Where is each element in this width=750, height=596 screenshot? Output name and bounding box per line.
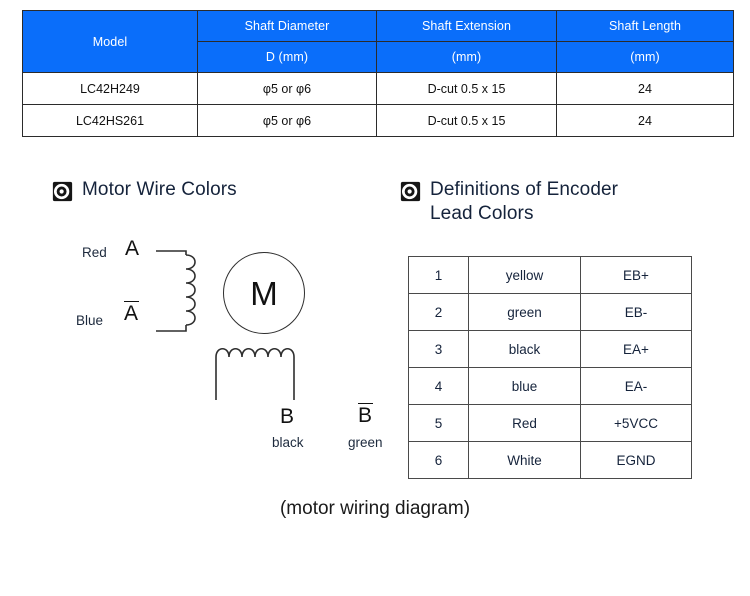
encoder-cell-color: green <box>468 293 581 331</box>
phase-label-b: B <box>280 405 295 428</box>
spec-cell-diameter: φ5 or φ6 <box>197 72 377 105</box>
phase-label-a: A <box>125 237 140 260</box>
wire-label-red: Red <box>82 245 107 260</box>
spec-cell-extension: D-cut 0.5 x 15 <box>376 72 557 105</box>
spec-cell-extension: D-cut 0.5 x 15 <box>376 104 557 137</box>
spec-subheader-extension-unit: (mm) <box>376 41 557 73</box>
table-row: 6 White EGND <box>408 441 692 479</box>
spec-header-shaft-extension: Shaft Extension <box>376 10 557 42</box>
spec-subheader-diameter-unit: D (mm) <box>197 41 377 73</box>
motor-wiring-diagram: Red Blue A A M B B black green <box>60 235 383 460</box>
encoder-cell-signal: EB- <box>580 293 692 331</box>
encoder-cell-signal: EB+ <box>580 256 692 294</box>
table-row: 5 Red +5VCC <box>408 404 692 442</box>
spec-cell-length: 24 <box>556 104 734 137</box>
table-row: 3 black EA+ <box>408 330 692 368</box>
encoder-cell-signal: EGND <box>580 441 692 479</box>
encoder-cell-color: black <box>468 330 581 368</box>
wire-label-green: green <box>348 435 383 450</box>
encoder-cell-pin: 1 <box>408 256 469 294</box>
motor-wire-colors-heading-label: Motor Wire Colors <box>82 179 237 200</box>
phase-label-b-bar-text: B <box>358 403 373 427</box>
table-row: 2 green EB- <box>408 293 692 331</box>
motor-circle: M <box>223 252 305 334</box>
motor-wire-colors-heading: Motor Wire Colors <box>52 178 237 202</box>
encoder-lead-colors-table: 1 yellow EB+ 2 green EB- 3 black EA+ 4 b… <box>408 256 692 479</box>
shaft-spec-table: Model Shaft Diameter Shaft Extension Sha… <box>22 10 734 137</box>
phase-label-a-bar-text: A <box>124 301 139 325</box>
spec-header-shaft-length: Shaft Length <box>556 10 734 42</box>
wire-label-black: black <box>272 435 304 450</box>
table-row: 1 yellow EB+ <box>408 256 692 294</box>
diagram-caption: (motor wiring diagram) <box>279 498 471 519</box>
phase-b-coil <box>215 347 295 400</box>
encoder-cell-signal: +5VCC <box>580 404 692 442</box>
target-ring-icon <box>52 181 73 202</box>
motor-letter: M <box>250 274 278 312</box>
spec-cell-diameter: φ5 or φ6 <box>197 104 377 137</box>
motor-symbol: M <box>223 252 305 334</box>
table-row: LC42HS261 φ5 or φ6 D-cut 0.5 x 15 24 <box>22 104 734 137</box>
spec-cell-model: LC42HS261 <box>22 104 198 137</box>
table-row: 4 blue EA- <box>408 367 692 405</box>
encoder-lead-colors-heading-label: Definitions of Encoder Lead Colors <box>430 179 619 224</box>
spec-header-model: Model <box>22 10 198 73</box>
encoder-cell-pin: 2 <box>408 293 469 331</box>
encoder-cell-signal: EA- <box>580 367 692 405</box>
encoder-cell-color: blue <box>468 367 581 405</box>
encoder-cell-signal: EA+ <box>580 330 692 368</box>
encoder-cell-pin: 4 <box>408 367 469 405</box>
encoder-cell-color: White <box>468 441 581 479</box>
phase-label-a-bar: A <box>124 301 139 326</box>
wire-label-blue: Blue <box>76 313 104 328</box>
phase-a-coil <box>156 250 196 332</box>
spec-header-row-2: D (mm) (mm) (mm) <box>23 41 734 73</box>
encoder-cell-pin: 5 <box>408 404 469 442</box>
encoder-cell-color: Red <box>468 404 581 442</box>
spec-cell-length: 24 <box>556 72 734 105</box>
spec-header-row-1: Model Shaft Diameter Shaft Extension Sha… <box>22 10 734 73</box>
phase-label-b-bar: B <box>358 403 373 428</box>
encoder-cell-pin: 6 <box>408 441 469 479</box>
encoder-lead-colors-heading: Definitions of Encoder Lead Colors <box>400 178 700 226</box>
spec-header-shaft-diameter: Shaft Diameter <box>197 10 377 42</box>
target-ring-icon <box>400 181 421 202</box>
table-row: LC42H249 φ5 or φ6 D-cut 0.5 x 15 24 <box>22 72 734 105</box>
spec-subheader-length-unit: (mm) <box>556 41 734 73</box>
encoder-cell-pin: 3 <box>408 330 469 368</box>
encoder-cell-color: yellow <box>468 256 581 294</box>
spec-cell-model: LC42H249 <box>22 72 198 105</box>
